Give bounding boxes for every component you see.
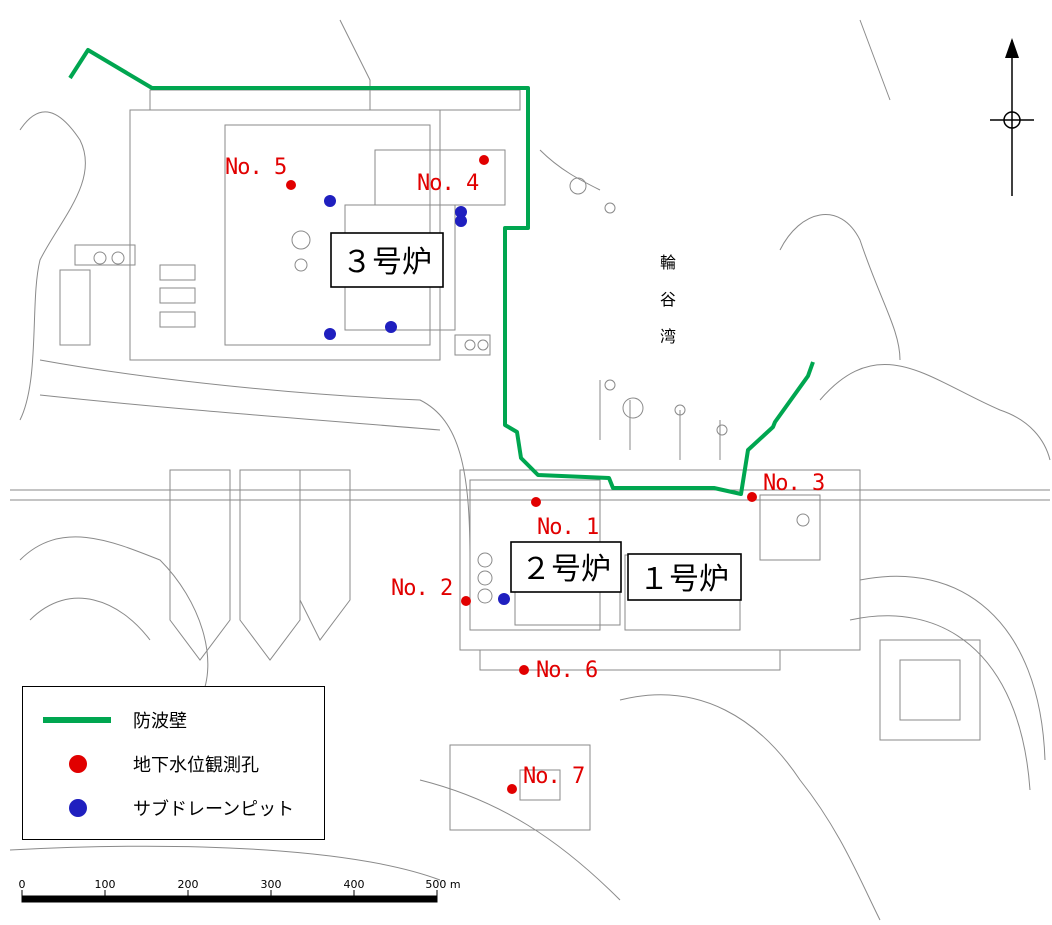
background-circles [93, 177, 810, 604]
well-no2-marker[interactable] [461, 596, 471, 606]
legend-item-groundwater-well: 地下水位観測孔 [23, 749, 259, 779]
legend-label-subdrain-pit: サブドレーンピット [133, 799, 295, 820]
unit3-label: ３号炉 [342, 245, 432, 280]
subdrain-pit-marker[interactable] [455, 215, 467, 227]
subdrain-pit-marker[interactable] [455, 206, 467, 218]
well-label-no6: No. 6 [536, 658, 597, 683]
unit2-label-box [510, 541, 622, 593]
well-no7-marker[interactable] [507, 784, 517, 794]
unit3-label-box [330, 232, 444, 288]
well-no6-marker[interactable] [519, 665, 529, 675]
seawall-line [68, 48, 815, 496]
groundwater-wells [286, 155, 757, 794]
legend-label-groundwater-well: 地下水位観測孔 [133, 755, 259, 776]
background-linework [9, 19, 1051, 921]
unit1-label: １号炉 [639, 562, 729, 597]
scale-bar: 0 100 200 300 400 500 m [19, 878, 461, 903]
bay-name-char-2: 谷 [660, 290, 676, 309]
well-label-no2: No. 2 [391, 576, 452, 601]
bay-name-char-3: 湾 [660, 327, 676, 346]
well-no3-marker[interactable] [747, 492, 757, 502]
seawall-swatch [23, 705, 133, 735]
well-no5-marker[interactable] [286, 180, 296, 190]
subdrain-pit-marker[interactable] [498, 593, 510, 605]
well-labels: No. 1 No. 2 No. 3 No. 4 No. 5 No. 6 No. … [225, 155, 825, 789]
scale-tick-400: 400 [344, 878, 365, 891]
subdrain-pit-marker[interactable] [324, 328, 336, 340]
well-label-no4: No. 4 [417, 171, 479, 196]
bay-name-char-1: 輪 [660, 253, 676, 272]
well-label-no7: No. 7 [523, 764, 584, 789]
unit1-label-box [627, 553, 742, 601]
blue-dot-icon [23, 793, 133, 823]
subdrain-pit-marker[interactable] [324, 195, 336, 207]
well-no1-marker[interactable] [531, 497, 541, 507]
legend-item-seawall: 防波壁 [23, 705, 187, 735]
subdrain-pits [324, 195, 510, 605]
scale-tick-300: 300 [261, 878, 282, 891]
well-label-no3: No. 3 [763, 471, 824, 496]
scale-tick-200: 200 [178, 878, 199, 891]
well-label-no1: No. 1 [537, 515, 598, 540]
north-arrow-icon [990, 38, 1034, 196]
bay-name: 輪 谷 湾 [660, 253, 676, 346]
unit2-label: ２号炉 [521, 552, 611, 587]
well-no4-marker[interactable] [479, 155, 489, 165]
map-legend: 防波壁 地下水位観測孔 サブドレーンピット [22, 686, 325, 840]
scale-tick-500: 500 m [425, 878, 460, 891]
scale-tick-0: 0 [19, 878, 26, 891]
reactor-labels: ３号炉 ２号炉 １号炉 [330, 232, 742, 601]
legend-label-seawall: 防波壁 [133, 711, 187, 732]
legend-item-subdrain-pit: サブドレーンピット [23, 793, 294, 823]
red-dot-icon [23, 749, 133, 779]
scale-tick-100: 100 [95, 878, 116, 891]
subdrain-pit-marker[interactable] [385, 321, 397, 333]
well-label-no5: No. 5 [225, 155, 286, 180]
